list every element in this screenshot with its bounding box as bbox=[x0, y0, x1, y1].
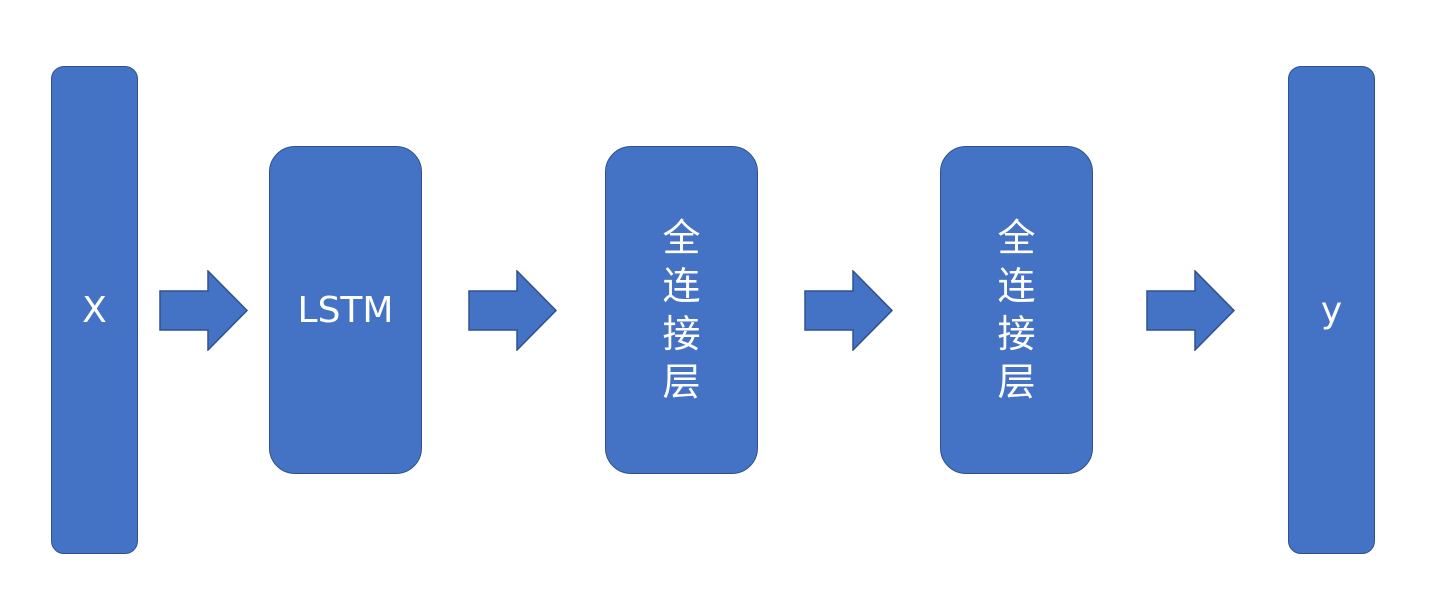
fc-layer-2-label: 全连接层 bbox=[997, 216, 1036, 404]
output-block: y bbox=[1288, 66, 1375, 554]
arrow-right-icon bbox=[1146, 270, 1236, 351]
lstm-block: LSTM bbox=[269, 146, 422, 474]
arrow-right-icon bbox=[468, 270, 558, 351]
input-block: X bbox=[51, 66, 138, 554]
input-label: X bbox=[82, 289, 107, 331]
fc-layer-1-block: 全连接层 bbox=[605, 146, 758, 474]
arrow-right-icon bbox=[804, 270, 894, 351]
lstm-label: LSTM bbox=[297, 289, 394, 331]
arrow-right-icon bbox=[159, 270, 249, 351]
fc-layer-2-block: 全连接层 bbox=[940, 146, 1093, 474]
fc-layer-1-label: 全连接层 bbox=[662, 216, 701, 404]
output-label: y bbox=[1320, 289, 1343, 331]
